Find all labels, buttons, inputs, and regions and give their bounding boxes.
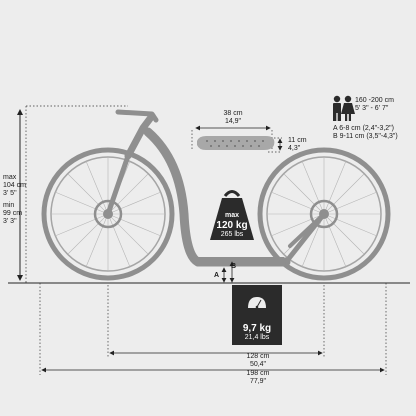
footboard-grip-dots (206, 140, 264, 147)
footboard-height-label: 11 cm 4,3" (288, 137, 307, 153)
handlebar-min-label: min 99 cm 3' 3" (3, 202, 23, 225)
rider-height-range: 160 -200 cm 5' 3" - 6' 7" (355, 97, 394, 113)
max-load-alt: 265 lbs (220, 231, 244, 238)
person-icon-male (333, 95, 341, 121)
wheelbase-cm: 128 cm (246, 353, 270, 360)
deck-size-legend: A 6-8 cm (2,4"-3,2") B 9-11 cm (3,5"-4,3… (333, 125, 398, 141)
marker-a: A (214, 272, 220, 279)
deck-plate (192, 257, 286, 266)
footboard-icon (197, 136, 275, 150)
footboard-height-cm: 11 cm (288, 137, 307, 144)
scooter-weight-value: 9,7 kg (242, 323, 272, 334)
rider-height-ft: 5' 3" - 6' 7" (355, 105, 389, 112)
max-load-value: 120 kg (216, 220, 248, 231)
weight-scale-icon (232, 285, 282, 345)
handlebar-max-label: max 104 cm 3' 5" (3, 174, 26, 197)
deck-size-a: A 6-8 cm (2,4"-3,2") (333, 125, 394, 132)
length-label: 198 cm 77,9" (238, 370, 278, 386)
footboard-height-in: 4,3" (288, 145, 301, 152)
footboard-length-cm: 38 cm (223, 110, 243, 117)
wheelbase-in: 50,4" (249, 361, 267, 368)
scooter-weight-alt: 21,4 lbs (244, 334, 270, 341)
footboard-length-in: 14,9" (224, 118, 242, 125)
max-load-weight-icon (210, 190, 254, 240)
footboard-length-label: 38 cm 14,9" (213, 110, 253, 126)
length-cm: 198 cm (246, 370, 270, 377)
deck-size-b: B 9-11 cm (3,5"-4,3") (333, 133, 398, 140)
max-load-label: max (224, 212, 239, 219)
wheelbase-label: 128 cm 50,4" (238, 353, 278, 369)
person-icon-female (341, 95, 355, 121)
marker-b: B (231, 263, 237, 270)
length-in: 77,9" (249, 378, 267, 385)
rider-height-cm: 160 -200 cm (355, 97, 394, 104)
